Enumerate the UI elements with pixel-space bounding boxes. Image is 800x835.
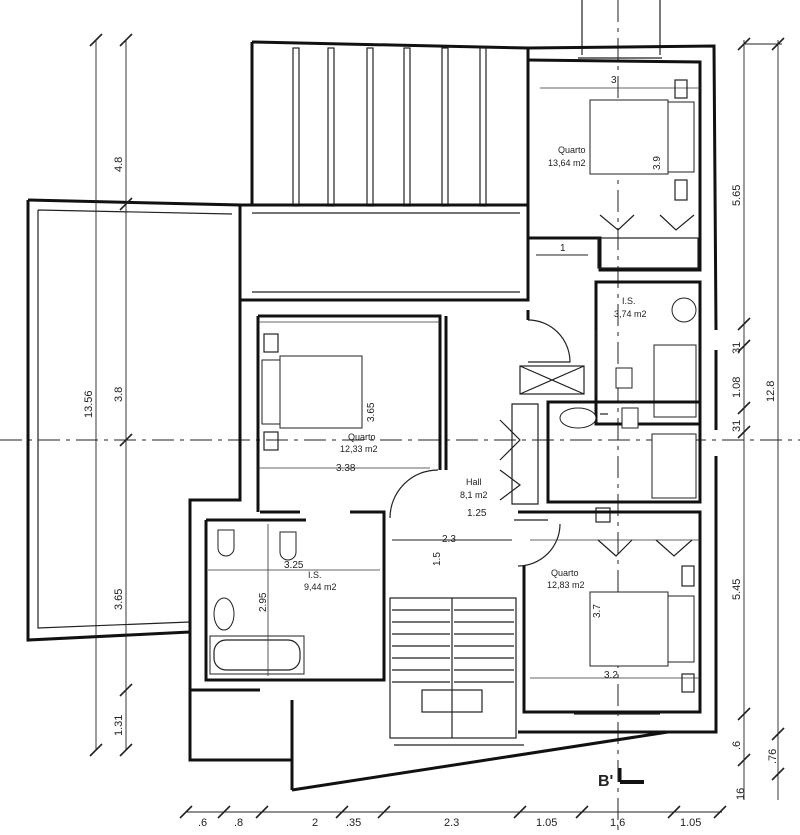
bottom-dimension-chain: .6 .8 2 .35 2.3 1.05 1.6 1.05 xyxy=(179,805,727,829)
pergola xyxy=(250,40,530,208)
dim-bottom-d7: 1.6 xyxy=(610,817,625,829)
room-area-quarto-mid: 12,33 m2 xyxy=(340,444,378,454)
dim-quarto-bottom-height: 3.7 xyxy=(592,604,603,618)
left-terrace xyxy=(26,198,242,642)
room-area-hall: 8,1 m2 xyxy=(460,490,488,500)
dim-left-seg4: 1.31 xyxy=(113,715,125,736)
room-quarto-bottom: Quarto 12,83 m2 3.7 3.2 xyxy=(518,510,702,715)
dim-quarto-bottom-width: 3.2 xyxy=(604,670,618,681)
dim-bottom-d1: .6 xyxy=(198,817,207,829)
right-dimension-chain: 12.8 5.65 31 1.08 31 5.45 .6 .76 16 xyxy=(731,37,785,800)
dim-quarto-top-height: 3.9 xyxy=(652,156,663,170)
dim-hall-width2: 2.3 xyxy=(442,534,456,545)
dim-quarto-mid-width: 3.38 xyxy=(336,463,356,474)
dim-left-seg1: 4.8 xyxy=(113,157,125,172)
room-label-quarto-mid: Quarto xyxy=(348,432,376,442)
dim-right-seg2: 31 xyxy=(731,342,743,354)
dim-right-seg7: .76 xyxy=(767,749,779,764)
dim-left-seg2: 3.8 xyxy=(113,387,125,402)
dim-quarto-top-width: 3 xyxy=(611,75,617,86)
dim-right-seg4: 31 xyxy=(731,420,743,432)
dim-right-seg5: 5.45 xyxy=(731,579,743,600)
room-quarto-mid: Quarto 12,33 m2 3.65 3.38 xyxy=(256,314,442,512)
dim-left-total: 13.56 xyxy=(83,390,95,418)
room-area-quarto-top: 13,64 m2 xyxy=(548,158,586,168)
room-label-hall: Hall xyxy=(466,477,482,487)
dim-bottom-d6: 1.05 xyxy=(536,817,557,829)
dim-right-seg3: 1.08 xyxy=(731,377,743,398)
dim-hall-width: 1.25 xyxy=(467,508,487,519)
section-marker-label: B' xyxy=(598,773,613,790)
room-hall: Hall 8,1 m2 1.25 2.3 1.5 xyxy=(389,310,561,567)
outer-walls xyxy=(188,44,718,792)
room-area-is2: 9,44 m2 xyxy=(304,582,337,592)
room-label-quarto-top: Quarto xyxy=(558,145,586,155)
room-area-quarto-bottom: 12,83 m2 xyxy=(547,580,585,590)
section-marker-b: B' xyxy=(598,768,644,790)
dim-right-seg1: 5.65 xyxy=(731,185,743,206)
room-bath-bottom-left: 3.25 2.95 I.S. 9,44 m2 xyxy=(204,518,380,682)
room-label-is: I.S. xyxy=(622,296,636,306)
balcony xyxy=(238,203,530,302)
dim-right-seg6: .6 xyxy=(731,741,743,750)
room-label-is2: I.S. xyxy=(308,570,322,580)
dim-bath-height: 2.95 xyxy=(258,592,269,612)
dim-bottom-d3: 2 xyxy=(312,817,318,829)
dim-right-seg8: 16 xyxy=(735,788,747,800)
room-label-quarto-bottom: Quarto xyxy=(551,568,579,578)
left-dimension-chain: 13.56 4.8 3.8 3.65 1.31 xyxy=(83,33,133,757)
door-swing-hall-top xyxy=(519,319,585,395)
room-area-is: 3,74 m2 xyxy=(614,309,647,319)
dim-quarto-top-step: 1 xyxy=(560,243,566,254)
dim-right-total: 12.8 xyxy=(765,381,777,402)
room-quarto-top: Quarto 13,64 m2 3 3.9 1 xyxy=(527,57,702,272)
dim-bottom-d8: 1.05 xyxy=(680,817,701,829)
dim-hall-height: 1.5 xyxy=(432,552,443,566)
dim-bottom-d2: .8 xyxy=(234,817,243,829)
dim-left-seg3: 3.65 xyxy=(113,589,125,610)
dim-bath-width: 3.25 xyxy=(284,560,304,571)
dim-quarto-mid-height: 3.65 xyxy=(366,402,377,422)
dim-bottom-d5: 2.3 xyxy=(444,817,459,829)
dim-bottom-d4: .35 xyxy=(346,817,361,829)
staircase xyxy=(389,597,524,746)
room-bath-mid-right xyxy=(546,400,702,523)
